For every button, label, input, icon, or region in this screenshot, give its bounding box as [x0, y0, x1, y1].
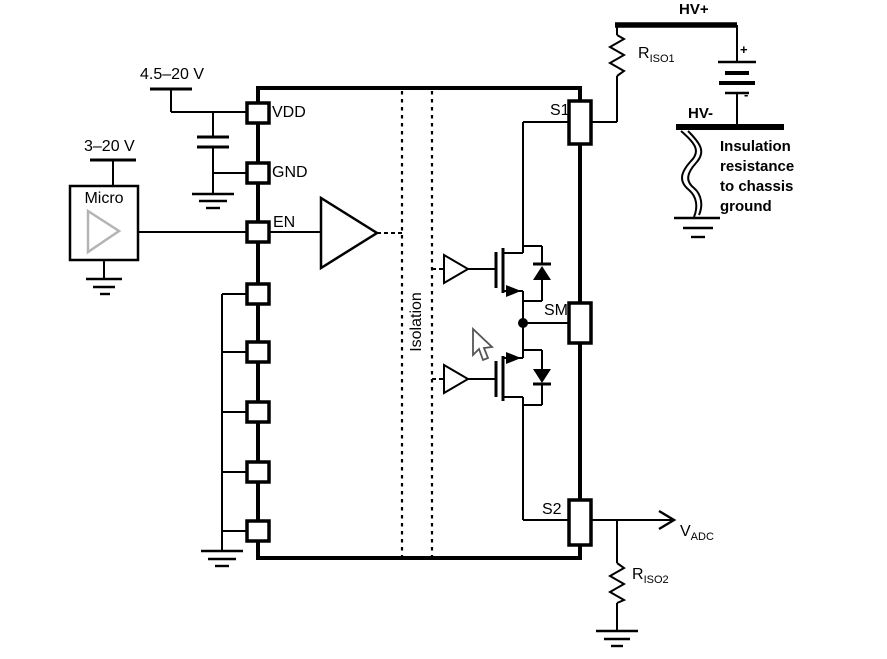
pin-nc2 [245, 340, 271, 364]
ground-symbol-riso2 [596, 629, 638, 648]
riso1-sub: ISO1 [649, 53, 675, 66]
pin-sm [567, 301, 593, 345]
pin-label-s1: S1 [550, 102, 570, 119]
mosfet-top-arrow [506, 285, 521, 297]
enable-buffer [269, 195, 402, 271]
isolation-label: Isolation [408, 292, 426, 352]
pin-nc3 [245, 400, 271, 424]
pin-nc5 [245, 519, 271, 543]
micro-label: Micro [84, 190, 124, 207]
gate-driver-bottom [432, 363, 496, 395]
riso2-resistor [607, 562, 627, 604]
micro-box [68, 184, 140, 262]
mosfet-top [494, 121, 571, 323]
insulation-resistance-squiggle [674, 130, 720, 239]
insulation-note-line4: ground [720, 198, 772, 215]
vadc-sub: ADC [690, 531, 714, 544]
mosfet-bottom-arrow [506, 352, 521, 364]
riso1-label: RISO1 [638, 45, 675, 65]
vadc-label: VADC [680, 523, 714, 543]
gate-driver-bottom-icon [443, 363, 470, 395]
pin-nc1 [245, 282, 271, 306]
gate-driver-top [432, 253, 496, 285]
battery-plus-label: + [740, 42, 748, 57]
body-diode-bottom [523, 349, 551, 406]
vadc-branch [591, 509, 677, 648]
pin-vdd [245, 101, 271, 125]
hv-plus-label: HV+ [679, 1, 709, 18]
body-diode-top [523, 245, 551, 302]
vadc-main: V [680, 523, 691, 540]
pin-gnd [245, 161, 271, 185]
riso1-resistor [607, 34, 627, 77]
insulation-note-line3: to chassis [720, 178, 794, 195]
vdd-supply-label: 4.5–20 V [140, 66, 205, 83]
riso1-main: R [638, 45, 650, 62]
pin-label-gnd: GND [272, 164, 308, 181]
riso2-label: RISO2 [632, 566, 669, 586]
vdd-supply-network [150, 87, 250, 210]
riso2-main: R [632, 566, 644, 583]
pin-s2 [567, 498, 593, 547]
ground-symbol-cap [192, 192, 234, 210]
ground-symbol-bus [201, 549, 243, 568]
enable-buffer-icon [319, 195, 380, 271]
pin-en [245, 220, 271, 244]
riso2-sub: ISO2 [643, 574, 669, 587]
pin-label-s2: S2 [542, 501, 562, 518]
gate-driver-top-icon [443, 253, 470, 285]
micro-buffer-icon [86, 208, 122, 255]
mosfet-bottom [494, 323, 571, 521]
pin-label-sm: SM [544, 302, 568, 319]
riso1-branch [591, 25, 627, 123]
micro-network [68, 158, 250, 296]
vadc-arrowhead [658, 509, 677, 531]
micro-supply-label: 3–20 V [84, 138, 135, 155]
insulation-note-line1: Insulation [720, 138, 791, 155]
pin-s1 [567, 99, 593, 146]
hv-minus-label: HV- [688, 105, 714, 122]
ic-pins [245, 99, 593, 547]
insulation-note-line2: resistance [720, 158, 795, 175]
pin-label-vdd: VDD [272, 104, 306, 121]
pin-nc4 [245, 460, 271, 484]
ground-symbol-micro [86, 277, 122, 296]
control-pin-ground-bus [201, 293, 250, 568]
hv-battery [718, 25, 756, 127]
decoupling-capacitor [197, 112, 229, 173]
battery-minus-label: - [744, 87, 749, 102]
pin-label-en: EN [273, 214, 296, 231]
insulation-note: Insulation resistance to chassis ground [720, 137, 794, 217]
chassis-ground-symbol [674, 216, 720, 239]
mouse-cursor-icon [472, 326, 495, 362]
